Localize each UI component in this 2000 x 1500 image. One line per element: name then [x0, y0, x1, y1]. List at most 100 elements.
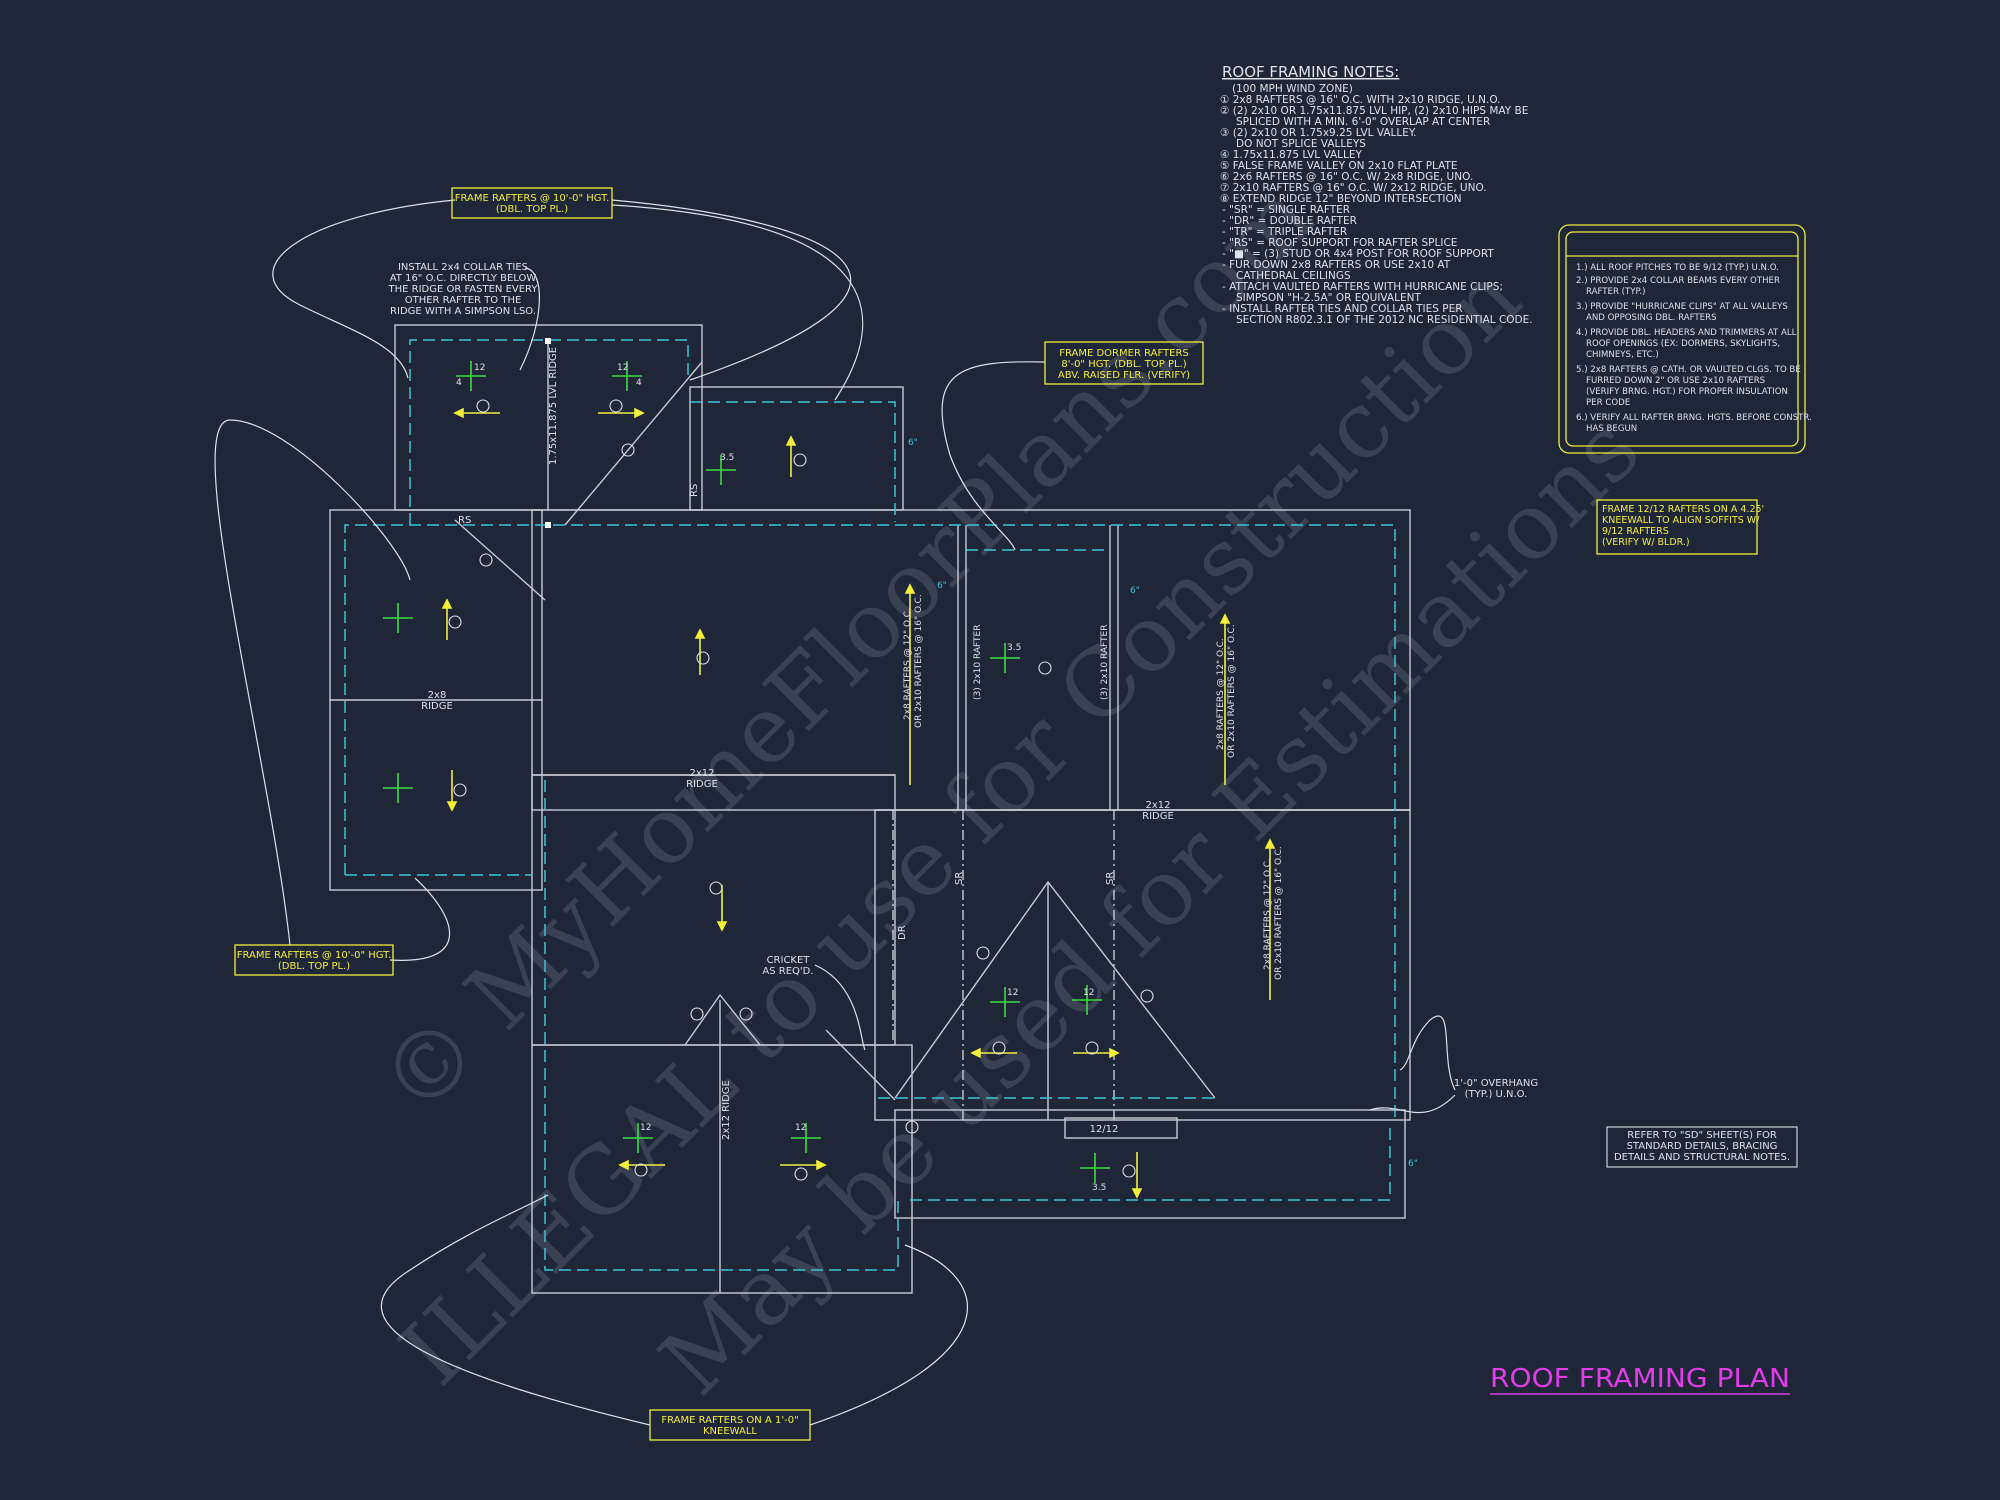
gable-bottom-left: [684, 993, 761, 1046]
rafter-spacing-note-a-2: OR 2x10 RAFTERS @ 16" O.C.: [914, 594, 924, 728]
note-line: - "SR" = SINGLE RAFTER: [1222, 204, 1350, 216]
post-marker: [545, 338, 551, 344]
sr-label-right: SR: [1105, 872, 1116, 885]
pitch-numbers: 12 4 12 4 3.5 3.5 12 12 12 12 3.5: [456, 363, 1106, 1193]
note-line: SPLICED WITH A MIN. 6'-0" OVERLAP AT CEN…: [1236, 116, 1490, 128]
arrow: [618, 1159, 665, 1171]
rafter-direction-arrows: [441, 407, 1276, 1199]
callout-text: 9/12 RAFTERS: [1602, 526, 1669, 537]
callout-box: [234, 944, 394, 976]
callout-top-left: FRAME RAFTERS @ 10'-0" HGT. (DBL. TOP PL…: [451, 187, 613, 219]
wing-top-middle: [689, 386, 904, 511]
note-line: ① 2x8 RAFTERS @ 16" O.C. WITH 2x10 RIDGE…: [1220, 94, 1501, 106]
arrow: [598, 407, 645, 419]
roof-outlines: [329, 324, 1411, 1294]
callout-box: [1596, 499, 1758, 555]
note-line: ⑥ 2x6 RAFTERS @ 16" O.C. W/ 2x8 RIDGE, U…: [1220, 171, 1473, 183]
note-line: - "RS" = ROOF SUPPORT FOR RAFTER SPLICE: [1222, 237, 1457, 249]
pitch-value: 12: [640, 1123, 651, 1133]
callout-text: KNEEWALL TO ALIGN SOFFITS W/: [1602, 515, 1760, 526]
arrow: [441, 598, 453, 640]
callout-text: KNEEWALL: [703, 1426, 757, 1437]
arrow: [904, 583, 916, 785]
note-line: ④ 1.75x11.875 LVL VALLEY: [1220, 149, 1363, 161]
general-note-line: 1.) ALL ROOF PITCHES TO BE 9/12 (TYP.) U…: [1576, 263, 1779, 273]
post-marker: [545, 522, 551, 528]
note-line: (100 MPH WIND ZONE): [1232, 83, 1353, 95]
collar-tie-note-4: OTHER RAFTER TO THE: [405, 295, 522, 306]
note-line: SIMPSON "H-2.5A" OR EQUIVALENT: [1236, 292, 1421, 304]
cricket-line: [825, 1029, 896, 1101]
callout-bottom: FRAME RAFTERS ON A 1'-0" KNEEWALL: [649, 1409, 811, 1441]
triple-2x10-rafter-a: (3) 2x10 RAFTER: [973, 625, 983, 700]
key-1: [794, 1167, 808, 1181]
key-6: [1122, 1164, 1136, 1178]
pitch-symbol: [456, 361, 486, 391]
leader-top-left-c: [611, 199, 852, 381]
roof-framing-notes: ROOF FRAMING NOTES: (100 MPH WIND ZONE) …: [1220, 63, 1533, 326]
note-line: SECTION R802.3.1 OF THE 2012 NC RESIDENT…: [1236, 314, 1533, 326]
note-line: ② (2) 2x10 OR 1.75x11.875 LVL HIP, (2) 2…: [1220, 105, 1528, 117]
callout-text: (DBL. TOP PL.): [278, 961, 350, 972]
watermark-line-3: May be used for Estimations: [640, 395, 1660, 1415]
note-line: - "■" = (3) STUD OR 4x4 POST FOR ROOF SU…: [1222, 248, 1494, 260]
general-notes-inner-border: [1565, 231, 1799, 447]
six-inch-mark: 6": [908, 438, 918, 448]
leader-top-left-b: [611, 204, 864, 401]
key-6: [609, 399, 623, 413]
hip-line-left-wing: [454, 519, 546, 601]
key-6: [992, 1041, 1006, 1055]
rs-label-top: RS: [458, 515, 471, 526]
general-note-line: 4.) PROVIDE DBL. HEADERS AND TRIMMERS AT…: [1576, 328, 1797, 338]
rafter-spacing-note-c-2: OR 2x10 RAFTERS @ 16" O.C.: [1274, 846, 1284, 980]
leader-dormer: [941, 361, 1046, 551]
note-line: - ATTACH VAULTED RAFTERS WITH HURRICANE …: [1222, 281, 1503, 293]
collar-tie-note-2: AT 16" O.C. DIRECTLY BELOW: [390, 273, 537, 284]
pitch-symbols: [383, 361, 1110, 1183]
key-6: [448, 615, 462, 629]
note-line: ⑤ FALSE FRAME VALLEY ON 2x10 FLAT PLATE: [1220, 160, 1458, 172]
overhang-note: 1'-0" OVERHANG: [1454, 1078, 1538, 1089]
refer-note-box: REFER TO "SD" SHEET(S) FOR STANDARD DETA…: [1606, 1126, 1798, 1168]
callout-text: 8'-0" HGT. (DBL. TOP PL.): [1061, 359, 1186, 370]
refer-text: DETAILS AND STRUCTURAL NOTES.: [1614, 1152, 1790, 1163]
dashed-main-perimeter: [344, 524, 1396, 1120]
cricket-label: CRICKET: [767, 955, 811, 966]
key-5: [621, 443, 635, 457]
leader-top-left-a: [272, 199, 456, 379]
note-line: - INSTALL RAFTER TIES AND COLLAR TIES PE…: [1222, 303, 1463, 315]
plan-labels: INSTALL 2x4 COLLAR TIES AT 16" O.C. DIRE…: [388, 262, 1539, 1140]
general-note-line: AND OPPOSING DBL. RAFTERS: [1586, 313, 1717, 323]
general-note-line: 6.) VERIFY ALL RAFTER BRNG. HGTS. BEFORE…: [1576, 413, 1812, 423]
pitch-12-12-label: 12/12: [1090, 1124, 1119, 1135]
pitch-symbol: [990, 987, 1020, 1017]
arrow: [716, 885, 728, 932]
general-note-line: FURRED DOWN 2" OR USE 2x10 RAFTERS: [1586, 376, 1765, 386]
pitch-symbol: [1080, 1153, 1110, 1183]
callout-box: [451, 187, 613, 219]
refer-box: [1606, 1126, 1798, 1168]
key-5: [739, 1007, 753, 1021]
ridge-2x8-label: 2x8: [428, 690, 447, 701]
callout-dormer: FRAME DORMER RAFTERS 8'-0" HGT. (DBL. TO…: [1044, 341, 1204, 385]
collar-tie-note-5: RIDGE WITH A SIMPSON LSO.: [390, 306, 536, 317]
key-1: [696, 651, 710, 665]
arrow: [970, 1047, 1017, 1059]
note-line: ③ (2) 2x10 OR 1.75x9.25 LVL VALLEY.: [1220, 127, 1416, 139]
key-5: [976, 946, 990, 960]
ridge-2x12-right-label: 2x12: [1145, 800, 1170, 811]
rafter-spacing-note-b: 2x8 RAFTERS @ 12" O.C.: [1216, 638, 1226, 750]
pitch-symbol: [612, 361, 642, 391]
general-note-line: CHIMNEYS, ETC.): [1586, 350, 1659, 360]
pitch-symbol: [706, 455, 736, 485]
pitch-12-12-box: [1064, 1117, 1178, 1139]
dashed-bay: [910, 1125, 1391, 1201]
leader-bottom-a: [380, 1194, 651, 1426]
ridge-2x12-left-label-2: RIDGE: [686, 779, 718, 790]
callout-text: (DBL. TOP PL.): [496, 204, 568, 215]
key-1: [634, 1163, 648, 1177]
arrow: [785, 435, 797, 477]
notes-title: ROOF FRAMING NOTES:: [1222, 63, 1399, 81]
pitch-symbol: [1072, 985, 1102, 1015]
